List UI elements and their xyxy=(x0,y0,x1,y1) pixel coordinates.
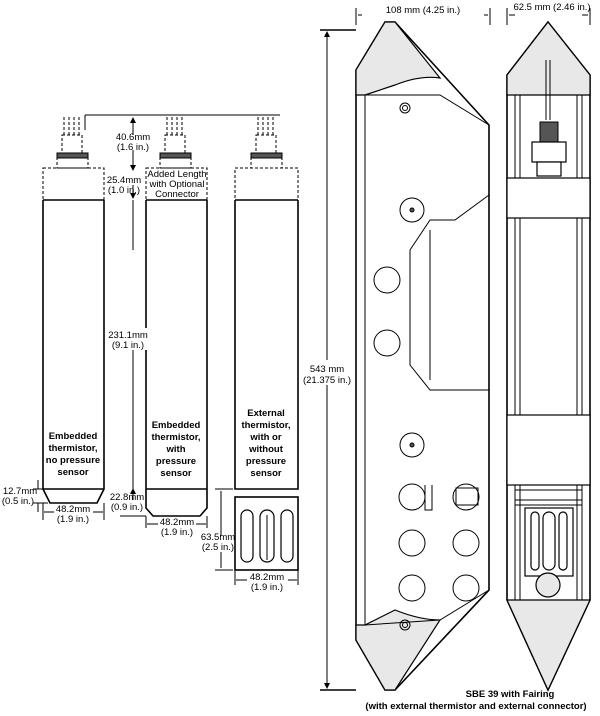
sensor-3-external-thermistor xyxy=(234,117,299,571)
thermistor-guard xyxy=(234,496,299,571)
optional-connector-length xyxy=(234,167,299,201)
connector-2 xyxy=(159,117,192,169)
dim-fairing-length: 543 mm(21.375 in.) xyxy=(303,364,351,386)
sensor-1-embedded-no-pressure xyxy=(42,117,105,504)
dim-width-2: 48.2mm(1.9 in.) xyxy=(160,517,194,538)
sensor-2-embedded-with-pressure xyxy=(145,117,208,517)
fairing-front-view: 62.5 mm (2.46 in.) xyxy=(506,2,591,692)
connector-1 xyxy=(56,117,89,169)
dim-width-3: 48.2mm(1.9 in.) xyxy=(250,572,284,593)
dim-guard-length: 63.5mm(2.5 in.) xyxy=(201,532,235,553)
dim-connector-height: 40.6mm(1.6 in.) xyxy=(116,132,150,153)
dim-end-cap-1: 12.7mm(0.5 in.) xyxy=(2,486,37,507)
dim-fairing-width: 108 mm (4.25 in.) xyxy=(386,5,460,16)
dim-end-cap-2: 22.8mm(0.9 in.) xyxy=(110,492,144,513)
caption: SBE 39 with Fairing(with external thermi… xyxy=(365,689,586,712)
fairing-side-view: 543 mm(21.375 in.) 108 mm (4.25 in.) xyxy=(303,5,491,691)
optional-connector-length xyxy=(145,167,208,201)
dim-body-length: 231.1mm(9.1 in.) xyxy=(108,330,148,351)
dim-connector-added: 25.4mm(1.0 in.) xyxy=(107,175,141,196)
connector-3 xyxy=(250,117,283,169)
dim-fairing-depth: 62.5 mm (2.46 in.) xyxy=(513,2,590,13)
dim-width-1: 48.2mm(1.9 in.) xyxy=(56,504,90,525)
optional-connector-length xyxy=(42,167,105,201)
